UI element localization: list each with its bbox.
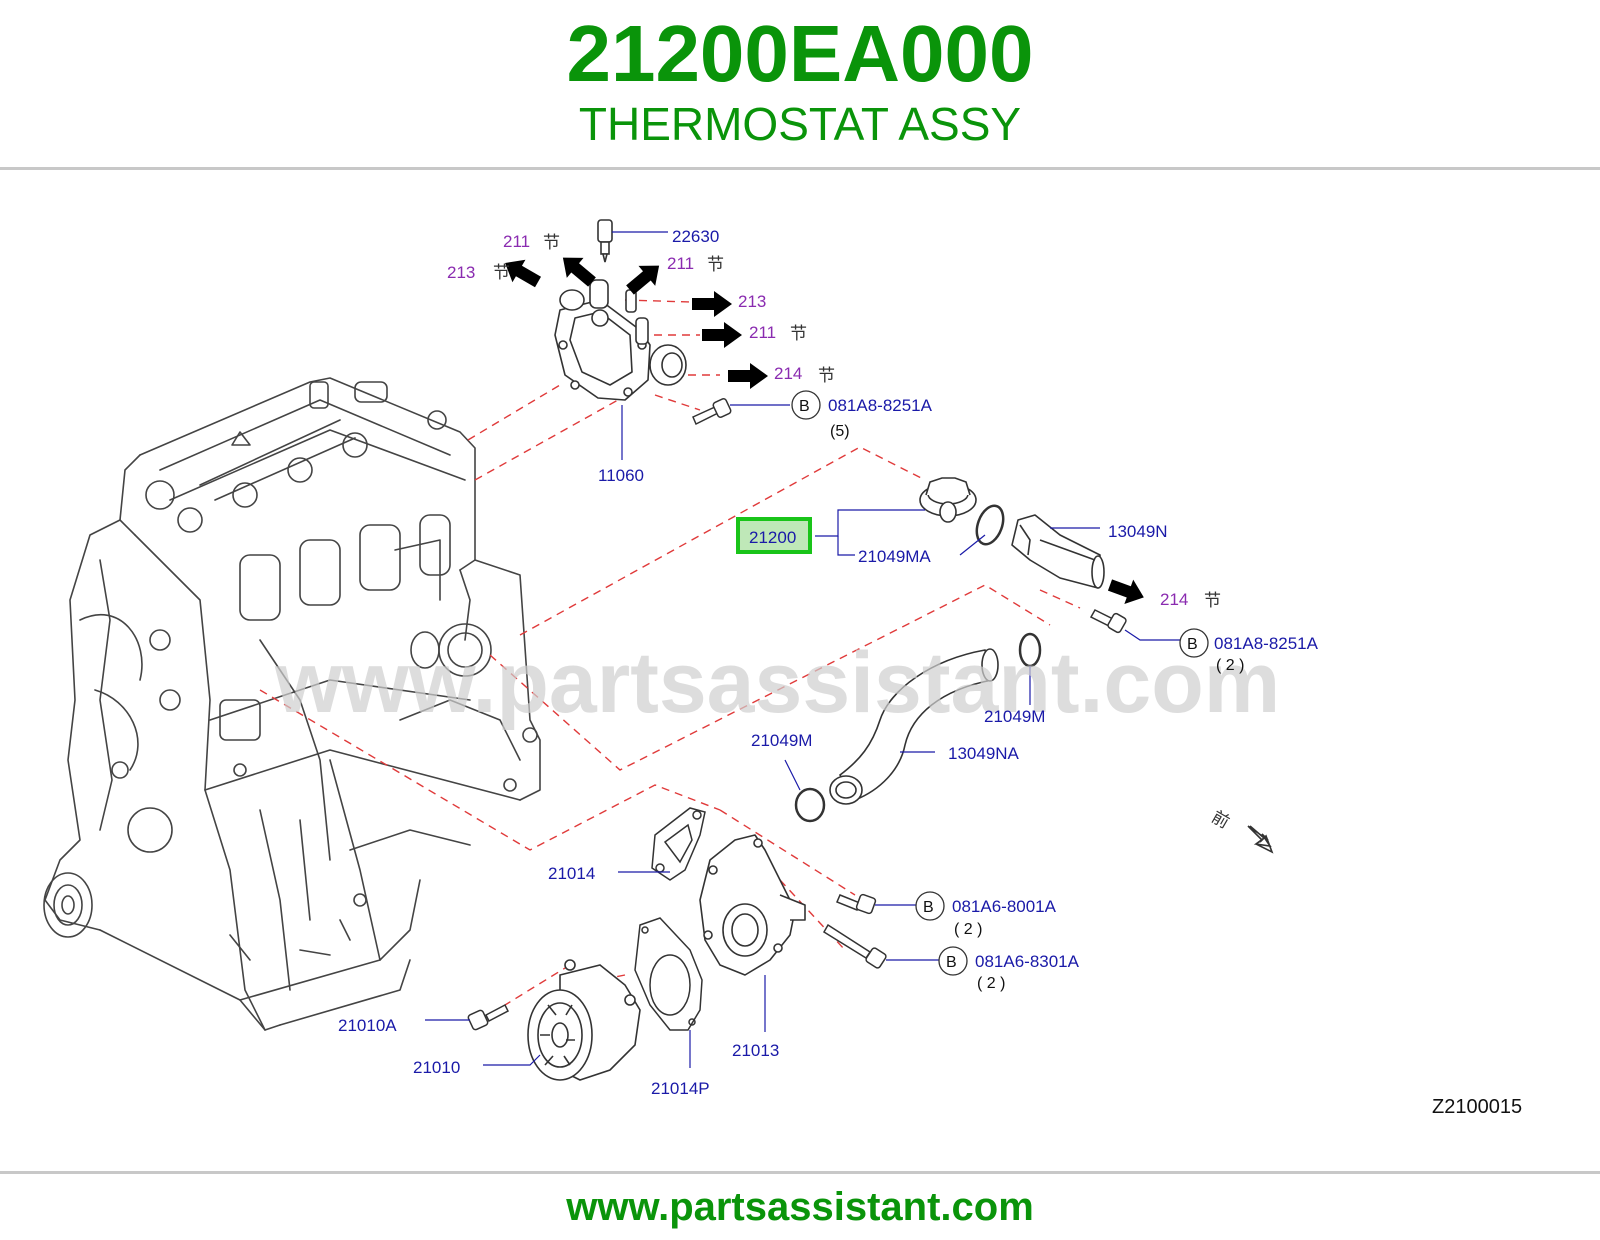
front-arrow-icon [1247, 825, 1274, 854]
section-references: 211 213 211 213 211 214 214 [447, 232, 1188, 609]
ref-211-top-left[interactable]: 211 [503, 232, 530, 251]
bolt-081A8-8251A-lower [1089, 609, 1127, 634]
temperature-sensor [597, 219, 613, 263]
bolt-081A6-8301A [822, 923, 887, 969]
callout-13049NA[interactable]: 13049NA [948, 744, 1020, 763]
water-pump-21010 [527, 959, 641, 1081]
bolt-code: 081A6-8301A [975, 952, 1080, 971]
thermostat-valve [919, 477, 977, 523]
ref-211-top-right[interactable]: 211 [667, 254, 694, 273]
part-name-subtitle: THERMOSTAT ASSY [578, 98, 1022, 150]
bolt-symbol: B [923, 899, 934, 916]
callout-21014[interactable]: 21014 [548, 864, 595, 883]
ref-214-outlet[interactable]: 214 [774, 364, 802, 383]
diagram-watermark: www.partsassistant.com [274, 635, 1280, 731]
bolt-21010A [467, 1003, 509, 1031]
engine-block-drawing [43, 377, 541, 1031]
ref-suffix-3: 节 [707, 255, 724, 275]
bolt-callout-3[interactable]: B 081A6-8001A ( 2 ) [915, 891, 1057, 938]
footer-divider [0, 1171, 1600, 1174]
diagram-id: Z2100015 [1432, 1096, 1522, 1118]
bolt-callout-2[interactable]: B 081A8-8251A ( 2 ) [1179, 628, 1319, 674]
bolt-symbol: B [946, 954, 957, 971]
ref-suffix-1: 节 [543, 233, 560, 253]
o-ring-21049M-lower [794, 787, 826, 823]
bolt-qty: ( 2 ) [954, 921, 982, 938]
connection-arrows [505, 257, 1144, 605]
bolt-code: 081A6-8001A [952, 897, 1057, 916]
callout-leaders [425, 231, 1180, 1068]
front-marker-label: 前 [1208, 807, 1233, 833]
callout-21010A[interactable]: 21010A [338, 1016, 397, 1035]
water-outlet-housing [554, 279, 687, 401]
part-callouts: 22630 11060 21049MA 13049N 21049M 21049M… [338, 227, 1168, 1098]
callout-21049M-upper[interactable]: 21049M [984, 707, 1045, 726]
callout-11060[interactable]: 11060 [598, 466, 644, 485]
bolt-081A6-8001A [836, 893, 877, 915]
bolt-callout-4[interactable]: B 081A6-8301A ( 2 ) [938, 946, 1080, 992]
bolt-symbol: B [799, 398, 810, 415]
bolt-qty: ( 2 ) [977, 975, 1005, 992]
bolt-081A8-8251A-upper [692, 398, 732, 426]
assembly-dash-lines [259, 299, 1081, 1006]
callout-13049N[interactable]: 13049N [1108, 522, 1168, 541]
ref-suffix-4: 节 [790, 324, 807, 344]
bolt-qty: (5) [830, 423, 850, 440]
bolt-symbol-circle [915, 891, 945, 921]
header-divider [0, 167, 1600, 170]
ref-suffix-5: 节 [818, 366, 835, 386]
bolt-qty: ( 2 ) [1216, 657, 1244, 674]
ref-suffix-2: 节 [493, 263, 510, 283]
water-hose-13049NA [829, 648, 999, 805]
bolt-code: 081A8-8251A [1214, 634, 1319, 653]
ref-suffix-6: 节 [1204, 591, 1221, 611]
footer-website-link[interactable]: www.partsassistant.com [566, 1185, 1034, 1229]
callout-21014P[interactable]: 21014P [651, 1079, 710, 1098]
front-direction-marker: 前 [1208, 807, 1274, 854]
section-ref-suffixes: 节 节 节 节 节 节 [493, 233, 1221, 611]
ref-213-right[interactable]: 213 [738, 292, 766, 311]
callout-21013[interactable]: 21013 [732, 1041, 779, 1060]
thermostat-o-ring [975, 504, 1005, 546]
bolt-code: 081A8-8251A [828, 396, 933, 415]
page-header: 21200EA000 THERMOSTAT ASSY [0, 0, 1600, 168]
bolt-symbol-circle [938, 946, 968, 976]
highlight-box [736, 517, 812, 554]
pump-housing-21013 [699, 834, 806, 976]
highlighted-part-21200[interactable]: 21200 [736, 517, 812, 554]
callout-22630[interactable]: 22630 [672, 227, 719, 246]
gasket-21014 [651, 807, 706, 881]
bolt-symbol: B [1187, 636, 1198, 653]
part-number-title: 21200EA000 [566, 9, 1034, 98]
thermostat-housing-13049N [1011, 514, 1105, 589]
bolt-callout-1[interactable]: B 081A8-8251A (5) [791, 390, 933, 440]
ref-213-left[interactable]: 213 [447, 263, 475, 282]
callout-21200: 21200 [749, 528, 796, 547]
callout-21010[interactable]: 21010 [413, 1058, 460, 1077]
callout-21049M-lower[interactable]: 21049M [751, 731, 812, 750]
gasket-21014P [634, 917, 703, 1031]
bolt-symbol-circle [1179, 628, 1209, 658]
bolt-symbol-circle [791, 390, 821, 420]
ref-214-housing[interactable]: 214 [1160, 590, 1188, 609]
callout-21049MA[interactable]: 21049MA [858, 547, 931, 566]
ref-211-right[interactable]: 211 [749, 323, 776, 342]
